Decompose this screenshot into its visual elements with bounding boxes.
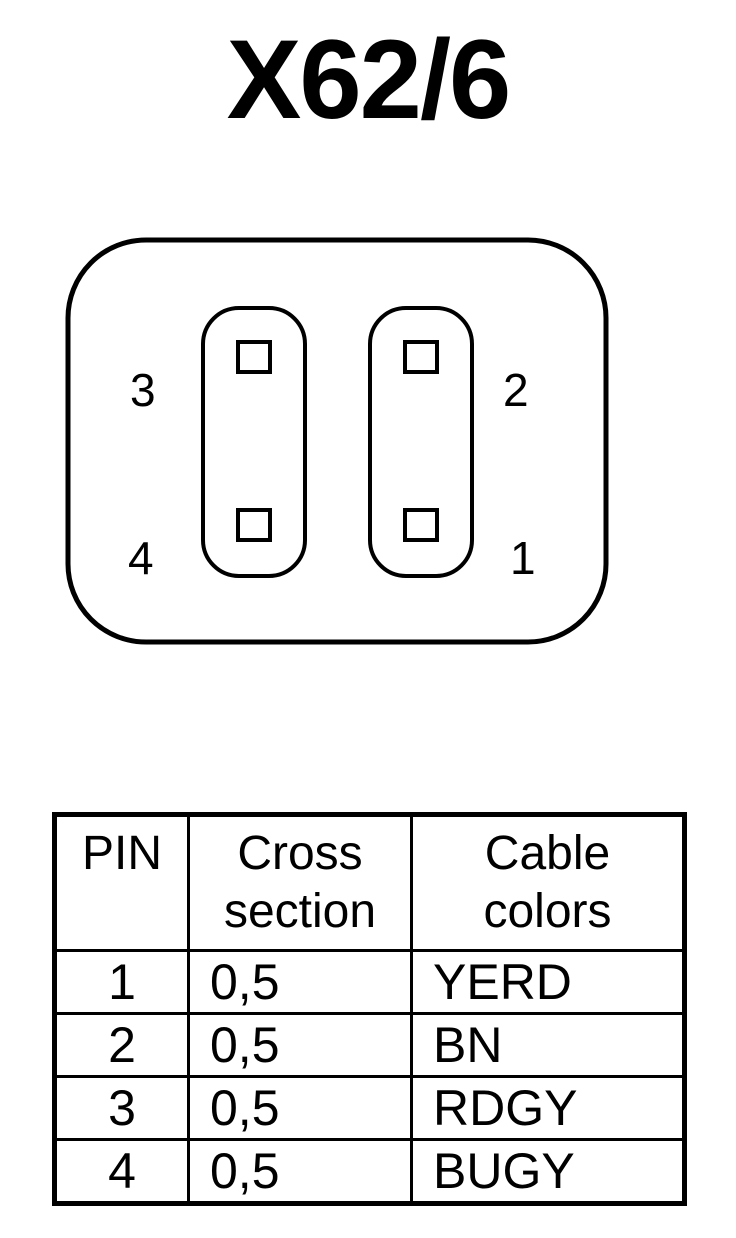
pin-label-1: 1 bbox=[510, 532, 536, 584]
cell-cable-color: BUGY bbox=[410, 1138, 686, 1205]
table-row: 2 0,5 BN bbox=[53, 1012, 686, 1078]
cell-cross-section: 0,5 bbox=[187, 1138, 413, 1205]
header-cross-section: Cross section bbox=[187, 813, 413, 952]
header-cable-colors: Cable colors bbox=[410, 813, 686, 952]
cell-pin: 4 bbox=[53, 1138, 190, 1205]
connector-housing bbox=[65, 237, 609, 645]
pin-label-2: 2 bbox=[503, 364, 529, 416]
left-contact-slot bbox=[201, 306, 307, 578]
pin-2-contact bbox=[403, 340, 439, 374]
pin-label-3: 3 bbox=[130, 364, 156, 416]
pin-1-contact bbox=[403, 508, 439, 542]
table-header-row: PIN Cross section Cable colors bbox=[53, 813, 686, 952]
pin-3-contact bbox=[236, 340, 272, 374]
cell-pin: 1 bbox=[53, 949, 190, 1015]
table-row: 4 0,5 BUGY bbox=[53, 1138, 686, 1205]
connector-title: X62/6 bbox=[226, 17, 512, 142]
cell-cross-section: 0,5 bbox=[187, 1012, 413, 1078]
right-contact-slot bbox=[368, 306, 474, 578]
cell-cross-section: 0,5 bbox=[187, 1075, 413, 1141]
cell-pin: 3 bbox=[53, 1075, 190, 1141]
pin-4-contact bbox=[236, 508, 272, 542]
pin-label-4: 4 bbox=[128, 532, 154, 584]
connector-diagram: 3 4 2 1 bbox=[65, 237, 609, 645]
header-pin: PIN bbox=[53, 813, 190, 952]
cell-cross-section: 0,5 bbox=[187, 949, 413, 1015]
table-row: 3 0,5 RDGY bbox=[53, 1075, 686, 1141]
pin-assignment-table: PIN Cross section Cable colors 1 0,5 YER… bbox=[52, 812, 687, 1206]
cell-pin: 2 bbox=[53, 1012, 190, 1078]
cell-cable-color: BN bbox=[410, 1012, 686, 1078]
table-row: 1 0,5 YERD bbox=[53, 949, 686, 1015]
cell-cable-color: RDGY bbox=[410, 1075, 686, 1141]
cell-cable-color: YERD bbox=[410, 949, 686, 1015]
